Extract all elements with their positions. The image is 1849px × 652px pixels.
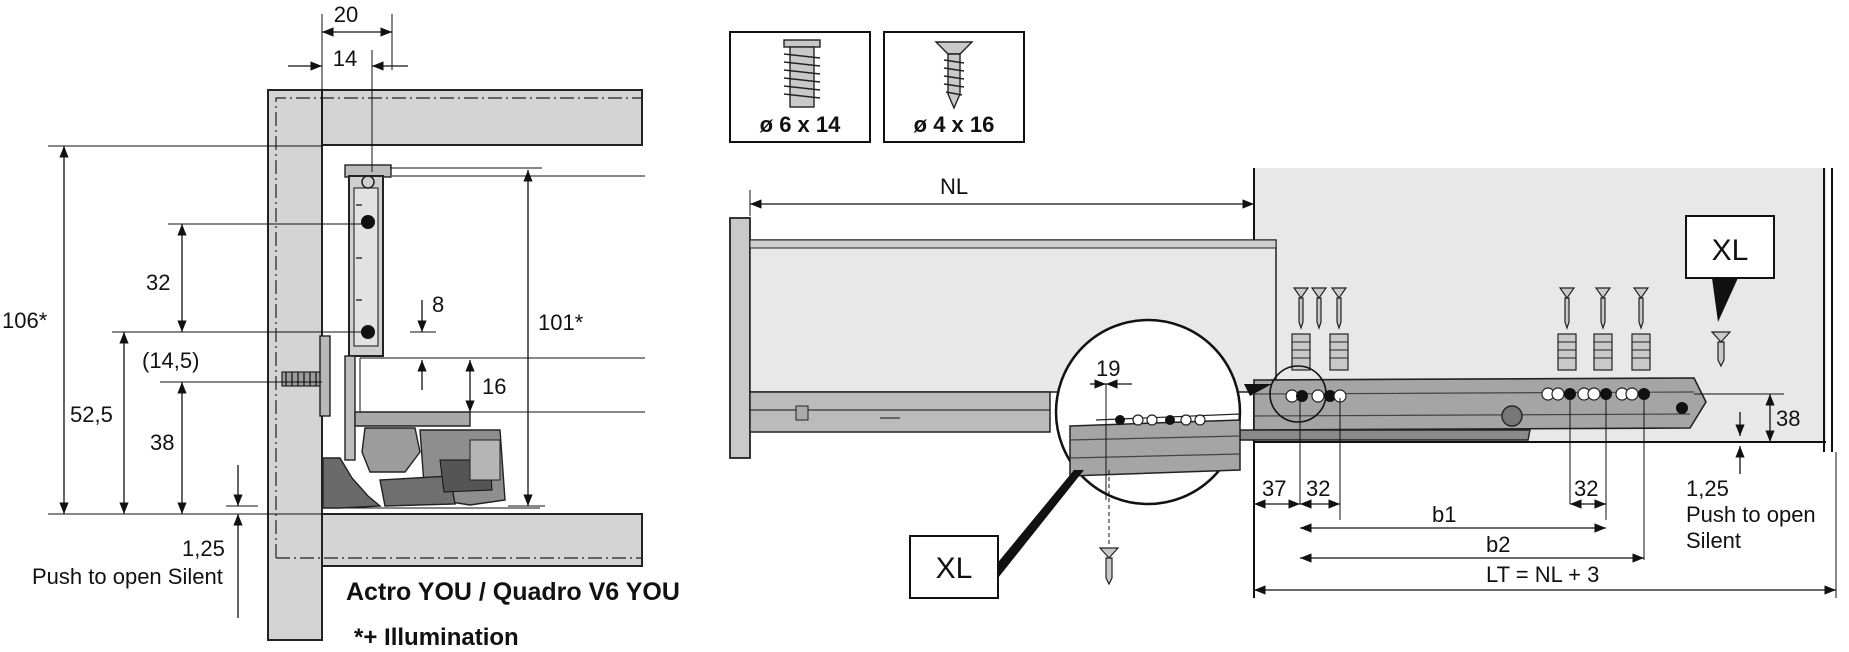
runner-lower-rail: [1239, 429, 1531, 441]
fixing-hole-upper: [361, 215, 375, 229]
illumination-footnote: *+ Illumination: [354, 624, 519, 651]
detail-leader: [990, 470, 1084, 578]
dim-1-25-side: 1,25: [1686, 476, 1729, 501]
runner-rail: [1253, 377, 1707, 431]
runner-screws: [1291, 287, 1732, 371]
push-to-open-unit: [322, 457, 382, 509]
dim-14-5: (14,5): [142, 348, 199, 373]
xl-callout-bottom: [909, 535, 999, 599]
dim-16: 16: [482, 374, 506, 399]
dim-32: 32: [146, 270, 170, 295]
dim-14: 14: [333, 46, 357, 71]
dim-38-side: 38: [1776, 406, 1800, 431]
screw-box-4x16: ø 4 x 16: [883, 31, 1025, 143]
screw-label-6x14: ø 6 x 14: [760, 112, 841, 137]
detail-circle-small: [1269, 365, 1327, 423]
side-view: XL 19 XL N: [729, 168, 1837, 599]
push-label-line2: Silent: [1686, 528, 1741, 553]
product-title: Actro YOU / Quadro V6 YOU: [346, 578, 680, 606]
cabinet-back: [1823, 168, 1833, 452]
dim-106: 106*: [2, 308, 48, 333]
panel-centerline: [275, 97, 642, 558]
loose-screw-icon: [1098, 470, 1120, 586]
screw-label-4x16: ø 4 x 16: [914, 112, 995, 137]
xl-label-top: XL: [1712, 234, 1749, 267]
dim-52-5: 52,5: [70, 402, 113, 427]
dim-101: 101*: [538, 310, 584, 335]
detail-magnifier: [1054, 318, 1242, 506]
dim-b2: b2: [1486, 532, 1510, 557]
drawer-front: [729, 217, 751, 459]
xl-callout-top: [1685, 215, 1775, 279]
dim-8: 8: [432, 292, 444, 317]
dim-38: 38: [150, 430, 174, 455]
detail-19: 19: [1096, 356, 1120, 381]
dim-b1: b1: [1432, 502, 1456, 527]
push-to-open-label: Push to open Silent: [32, 564, 223, 589]
dim-37: 37: [1262, 476, 1286, 501]
screw-box-6x14: ø 6 x 14: [729, 31, 871, 143]
dim-20: 20: [334, 2, 358, 27]
section-view: 20 14 106* 32 8 101* (14,5) 16 52,5 38 1…: [2, 2, 680, 651]
xl-label-bottom: XL: [936, 552, 973, 585]
countersunk-wood-screw-icon: [934, 41, 974, 110]
runner-profile: [322, 164, 506, 509]
dim-nl: NL: [940, 174, 968, 199]
drawer-bottom: [749, 391, 1051, 433]
dim-1-25: 1,25: [182, 536, 225, 561]
dim-lt: LT = NL + 3: [1486, 562, 1599, 587]
push-label-line1: Push to open: [1686, 502, 1816, 527]
runner-holes: [1285, 387, 1688, 414]
flat-tip-screw-icon: [783, 39, 821, 108]
dim-32-left: 32: [1306, 476, 1330, 501]
dim-32-right: 32: [1574, 476, 1598, 501]
